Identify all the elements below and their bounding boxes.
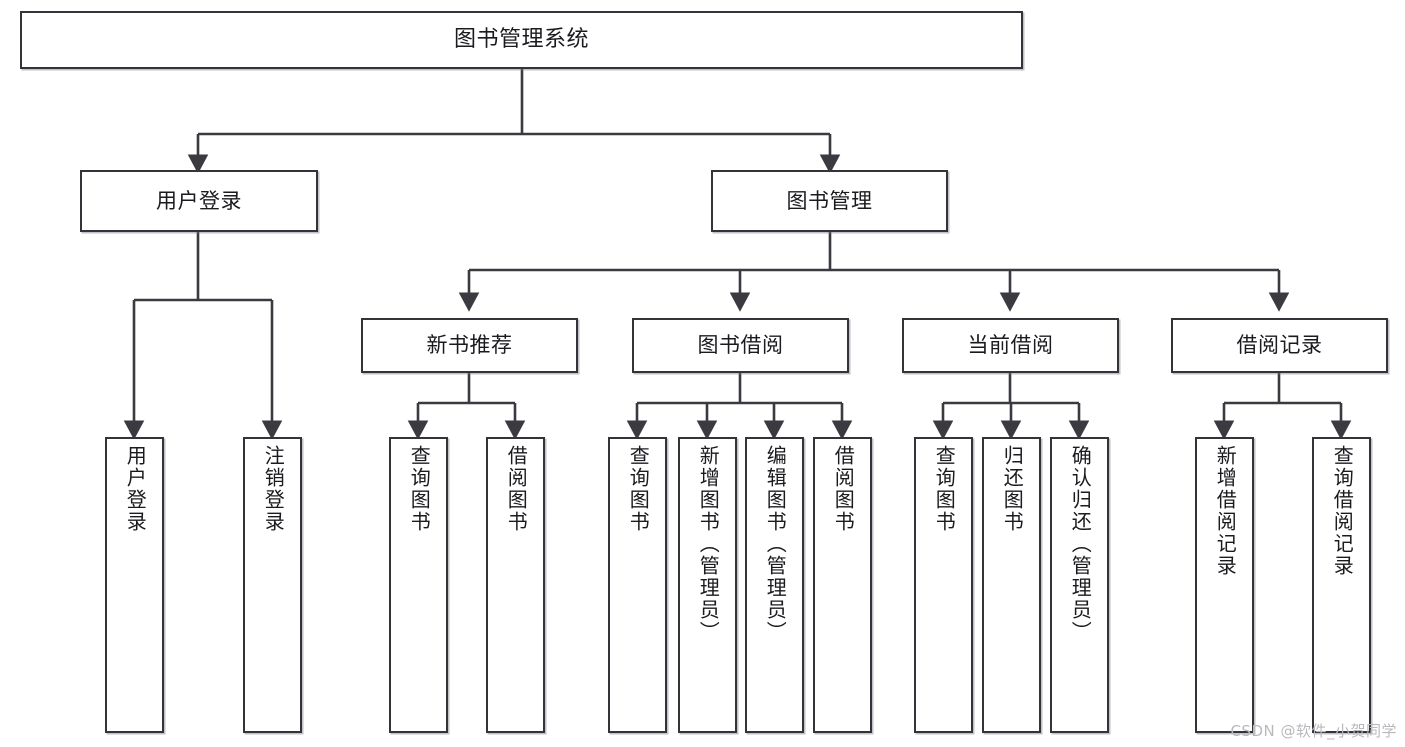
node-borrow-record[interactable]: 借阅记录: [1171, 318, 1388, 373]
node-label: 借阅图书: [831, 445, 856, 533]
leaf-borrow-add-book-admin[interactable]: 新增图书（管理员）: [678, 437, 737, 733]
node-label: 当前借阅: [967, 333, 1054, 358]
node-label: 借阅图书: [504, 445, 529, 533]
leaf-borrow-edit-book-admin[interactable]: 编辑图书（管理员）: [745, 437, 804, 733]
leaf-current-confirm-return-admin[interactable]: 确认归还（管理员）: [1050, 437, 1109, 733]
node-book-management[interactable]: 图书管理: [711, 170, 948, 232]
node-root-book-management-system[interactable]: 图书管理系统: [20, 11, 1023, 69]
node-label: 查询借阅记录: [1330, 445, 1355, 577]
node-label: 图书借阅: [697, 333, 784, 358]
node-new-book-recommend[interactable]: 新书推荐: [361, 318, 578, 373]
leaf-current-query-book[interactable]: 查询图书: [914, 437, 973, 733]
node-current-borrow[interactable]: 当前借阅: [902, 318, 1119, 373]
node-label: 查询图书: [626, 445, 651, 533]
leaf-record-add-record[interactable]: 新增借阅记录: [1195, 437, 1254, 733]
leaf-new-book-query[interactable]: 查询图书: [389, 437, 448, 733]
leaf-borrow-query-book[interactable]: 查询图书: [608, 437, 667, 733]
node-label: 用户登录: [156, 188, 242, 213]
leaf-record-query-record[interactable]: 查询借阅记录: [1312, 437, 1371, 733]
node-label: 查询图书: [407, 445, 432, 533]
leaf-user-login-login[interactable]: 用户登录: [105, 437, 164, 733]
node-label: 图书管理: [786, 188, 873, 213]
node-book-borrow[interactable]: 图书借阅: [632, 318, 849, 373]
node-label: 新书推荐: [426, 333, 513, 358]
leaf-current-return-book[interactable]: 归还图书: [982, 437, 1041, 733]
leaf-borrow-borrow-book[interactable]: 借阅图书: [813, 437, 872, 733]
node-label: 查询图书: [932, 445, 957, 533]
node-label: 注销登录: [261, 445, 286, 533]
node-label: 确认归还（管理员）: [1068, 445, 1093, 643]
leaf-user-login-logout[interactable]: 注销登录: [243, 437, 302, 733]
node-label: 新增借阅记录: [1213, 445, 1238, 577]
leaf-new-book-borrow[interactable]: 借阅图书: [486, 437, 545, 733]
node-label: 借阅记录: [1236, 333, 1323, 358]
node-user-login[interactable]: 用户登录: [80, 170, 318, 232]
node-label: 归还图书: [1000, 445, 1025, 533]
node-label: 图书管理系统: [453, 27, 589, 53]
node-label: 新增图书（管理员）: [696, 445, 721, 643]
node-label: 用户登录: [123, 445, 148, 533]
node-label: 编辑图书（管理员）: [763, 445, 788, 643]
